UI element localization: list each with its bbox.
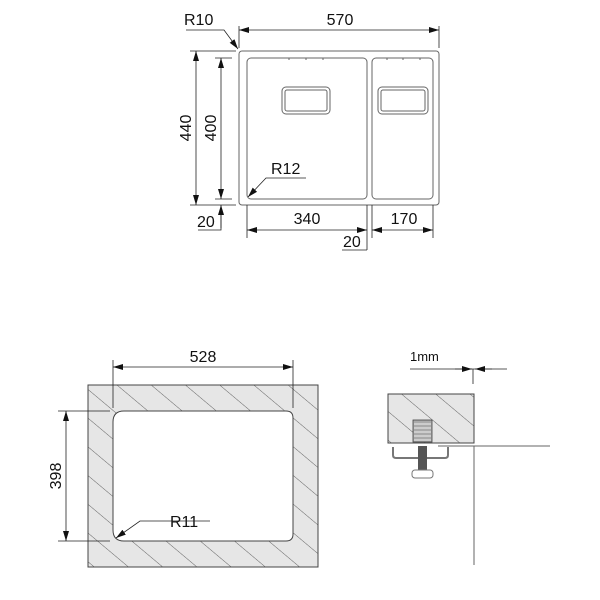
large-bowl-drain: [281, 86, 331, 115]
mount-detail: 1mm: [387, 349, 550, 565]
dim-bowl-radius: R12: [271, 161, 300, 178]
dim-large-bowl-width: 340: [294, 211, 321, 228]
screw-head: [411, 469, 434, 479]
small-bowl-drain: [377, 86, 429, 115]
dim-divider-width: 20: [343, 234, 361, 251]
mounting-screw: [418, 446, 427, 474]
dim-overall-height: 440: [178, 115, 195, 142]
cutout-frame: [87, 384, 319, 568]
dim-outer-radius: R10: [184, 12, 213, 29]
threaded-insert: [412, 419, 433, 443]
cutout-view: 528 398 R11: [48, 349, 319, 568]
dim-cutout-height: 398: [48, 463, 65, 490]
large-bowl: [246, 57, 368, 200]
dim-gap: 1mm: [410, 349, 439, 364]
dim-bowl-height: 400: [203, 115, 220, 142]
sink-outline: [238, 50, 440, 206]
dim-bottom-margin: 20: [197, 214, 215, 231]
top-view: 570 R10 440 400 20 R12 340 170 20: [178, 12, 440, 251]
small-bowl: [371, 57, 434, 200]
dim-cutout-width: 528: [190, 349, 217, 366]
dim-cutout-radius: R11: [170, 514, 198, 531]
dim-small-bowl-width: 170: [391, 211, 418, 228]
dim-overall-width: 570: [327, 12, 354, 29]
